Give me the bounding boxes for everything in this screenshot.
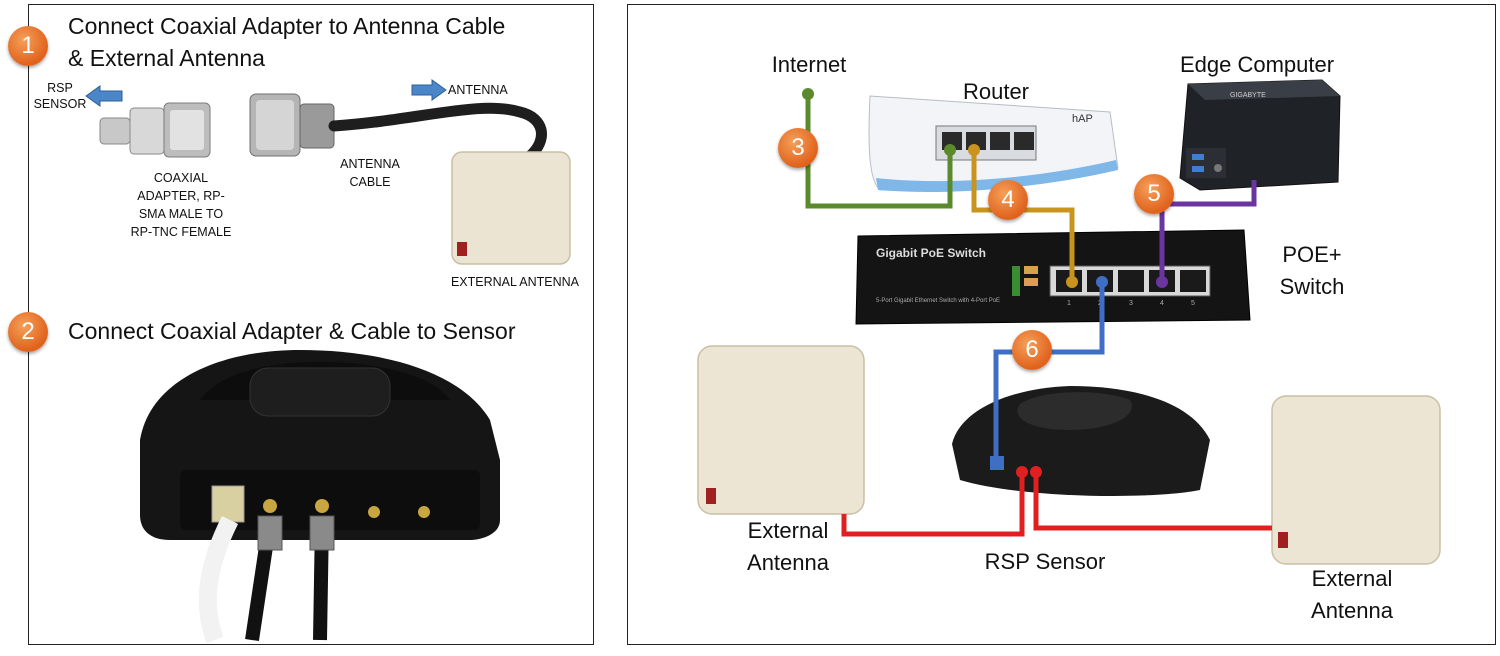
cable-label-line2: CABLE — [349, 175, 391, 189]
switch-port-number: 4 — [1160, 300, 1164, 307]
switch-caption: 5-Port Gigabit Ethernet Switch with 4-Po… — [876, 298, 1000, 304]
coaxial-adapter — [99, 102, 211, 158]
rsp-sensor-photo — [140, 350, 500, 644]
switch-port-dot — [1156, 276, 1168, 288]
adapter-label-line3: SMA MALE TO — [138, 207, 224, 221]
router-brand: hAP — [1072, 113, 1093, 125]
router-port-dot — [944, 144, 956, 156]
edge-brand: GIGABYTE — [1230, 92, 1266, 99]
step-badge-6: 6 — [1012, 330, 1052, 370]
left-illustration — [85, 79, 571, 644]
step-badge-5: 5 — [1134, 174, 1174, 214]
router-port-dot — [968, 144, 980, 156]
antenna-label: ANTENNA — [448, 83, 508, 97]
switch-brand: Gigabit PoE Switch — [876, 246, 986, 260]
edge-computer-label: Edge Computer — [1179, 52, 1335, 77]
adapter-label-line1: COAXIAL — [153, 171, 209, 185]
internet-label: Internet — [771, 52, 847, 77]
poe-switch-label-line1: POE+ — [1282, 242, 1342, 267]
adapter-label-line2: ADAPTER, RP- — [137, 189, 225, 203]
poe-switch — [855, 229, 1251, 325]
router-label: Router — [962, 79, 1030, 104]
internet-endpoint-icon — [802, 88, 814, 100]
adapter-label-line4: RP-TNC FEMALE — [130, 225, 232, 239]
step-badge-3: 3 — [778, 128, 818, 168]
rsp-sensor-label: RSP Sensor — [984, 549, 1106, 574]
rsp-sensor-label-line1: RSP — [47, 81, 73, 95]
rf-cable-right — [1033, 472, 1272, 531]
antenna-cable — [249, 93, 547, 162]
rsp-sensor — [952, 386, 1210, 496]
external-antenna-left-label-line2: Antenna — [747, 550, 829, 575]
external-antenna-left-label-line1: External — [747, 518, 829, 543]
step-badge-2: 2 — [8, 312, 48, 352]
step-badge-1: 1 — [8, 26, 48, 66]
switch-port-number: 3 — [1129, 300, 1133, 307]
rsp-sensor-label-line2: SENSOR — [33, 97, 87, 111]
arrow-left-icon — [85, 85, 123, 107]
external-antenna-right — [1271, 395, 1441, 565]
switch-port-number: 1 — [1067, 300, 1071, 307]
poe-switch-label-line2: Switch — [1279, 274, 1345, 299]
switch-port-dot — [1066, 276, 1078, 288]
cable-label-line1: ANTENNA — [340, 157, 400, 171]
external-antenna-left — [697, 345, 865, 515]
step1-title-line1: Connect Coaxial Adapter to Antenna Cable — [68, 13, 506, 39]
sensor-port-dot — [1030, 466, 1042, 478]
switch-port-dot — [1096, 276, 1108, 288]
external-antenna-right-label-line1: External — [1311, 566, 1393, 591]
switch-port-number: 5 — [1191, 300, 1195, 307]
external-antenna-label: EXTERNAL ANTENNA — [450, 275, 580, 289]
external-antenna-right-label-line2: Antenna — [1311, 598, 1393, 623]
edge-computer — [1179, 79, 1341, 191]
step2-title: Connect Coaxial Adapter & Cable to Senso… — [68, 318, 516, 344]
external-antenna-small — [451, 151, 571, 265]
rf-cable-left — [841, 472, 1025, 537]
step-badge-4: 4 — [988, 180, 1028, 220]
step1-title-line2: & External Antenna — [68, 45, 265, 71]
arrow-right-icon — [411, 79, 447, 101]
router — [868, 95, 1119, 192]
sensor-port-dot — [1016, 466, 1028, 478]
edge-cable — [1159, 180, 1257, 282]
